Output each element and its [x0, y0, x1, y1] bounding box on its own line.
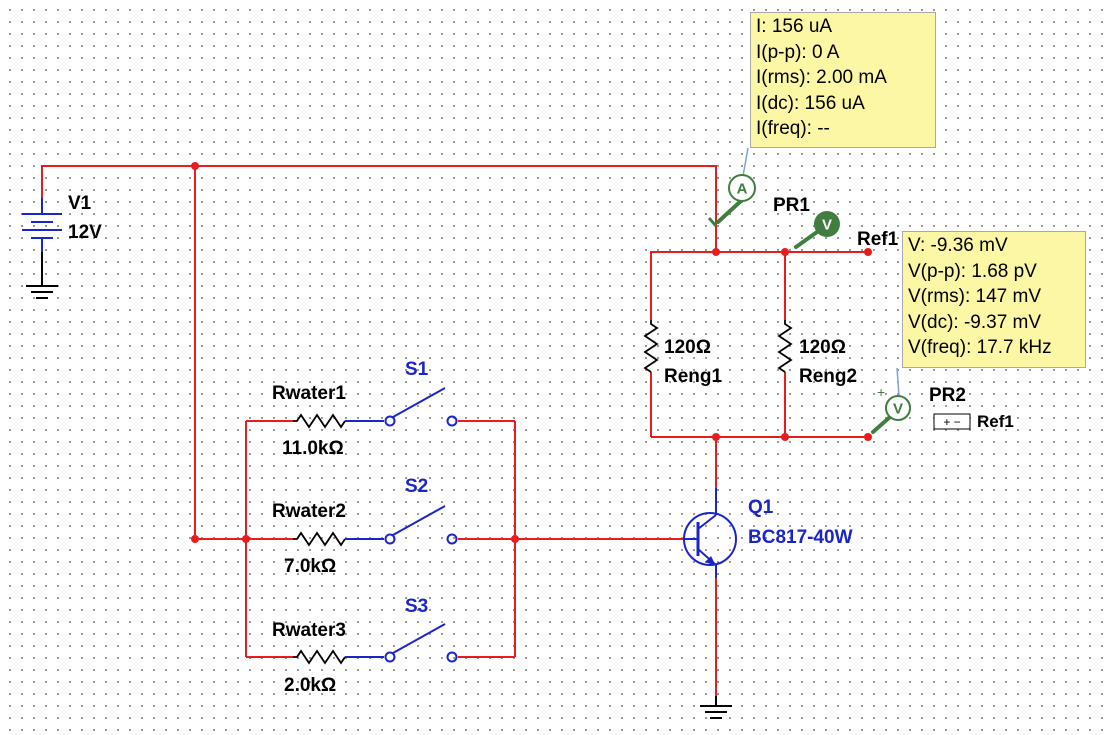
- rwater2-value-label: 7.0kΩ: [284, 556, 336, 577]
- readout-line: I(freq): --: [756, 118, 830, 140]
- junction-dot: [864, 248, 872, 256]
- s1-name-label: S1: [405, 359, 429, 380]
- pr2-ref-marker-text: + −: [943, 415, 960, 429]
- ammeter-letter: A: [737, 181, 748, 198]
- rwater1-name-label: Rwater1: [272, 383, 346, 404]
- reng2-name-label: Reng2: [799, 366, 857, 387]
- pr2-name-label: PR2: [929, 385, 966, 406]
- battery-v1[interactable]: V1 12V: [22, 193, 102, 299]
- junction-dot: [191, 162, 199, 170]
- wire-top[interactable]: [41, 165, 717, 252]
- junction-dot: [712, 433, 720, 441]
- voltage-probe-pr2[interactable]: V + PR2 + − Ref1: [871, 384, 1014, 434]
- current-probe[interactable]: A: [707, 147, 756, 227]
- junction-dot: [864, 433, 872, 441]
- readout-line: V(rms): 147 mV: [908, 286, 1042, 308]
- rwater3-value-label: 2.0kΩ: [284, 675, 336, 696]
- wire-top-node[interactable]: [650, 251, 868, 320]
- reng1-value-label: 120Ω: [664, 337, 711, 358]
- current-probe-readout: I: 156 uA I(p-p): 0 A I(rms): 2.00 mA I(…: [750, 12, 936, 148]
- junction-dot: [511, 535, 519, 543]
- switch-s1[interactable]: S1: [345, 359, 458, 427]
- s3-name-label: S3: [405, 596, 428, 617]
- pr1-name-label: PR1: [773, 195, 810, 216]
- pr2-plus-sign: +: [877, 384, 885, 400]
- v1-name-label: V1: [68, 193, 92, 214]
- junction-dot: [191, 535, 199, 543]
- rwater2-name-label: Rwater2: [272, 501, 346, 522]
- switch-s2[interactable]: S2: [345, 476, 458, 545]
- voltage-probe-leader: [896, 367, 900, 397]
- readout-line: I(p-p): 0 A: [756, 41, 840, 63]
- transistor-q1[interactable]: Q1 BC817-40W: [683, 488, 853, 578]
- voltage-probe-readout: V: -9.36 mV V(p-p): 1.68 pV V(rms): 147 …: [902, 231, 1086, 368]
- pr2-letter: V: [893, 401, 903, 418]
- wires: [41, 165, 868, 696]
- rwater3-name-label: Rwater3: [272, 620, 346, 641]
- readout-line: I(rms): 2.00 mA: [756, 67, 887, 89]
- rwater1-value-label: 11.0kΩ: [282, 438, 344, 459]
- pr1-ref-label: Ref1: [857, 229, 899, 250]
- voltage-probe-pr1[interactable]: V PR1 Ref1: [773, 195, 899, 250]
- resistor-reng2[interactable]: 120Ω Reng2: [777, 320, 857, 387]
- resistor-reng1[interactable]: 120Ω Reng1: [643, 320, 723, 387]
- ground-symbol: [700, 696, 732, 719]
- pr2-ref-label: Ref1: [977, 412, 1014, 431]
- readout-line: V(p-p): 1.68 pV: [908, 260, 1037, 282]
- readout-line: V: -9.36 mV: [908, 235, 1008, 256]
- readout-line: V(freq): 17.7 kHz: [908, 337, 1052, 359]
- reng2-value-label: 120Ω: [799, 337, 846, 358]
- junctions: [191, 162, 872, 543]
- switch-s3[interactable]: S3: [345, 596, 458, 663]
- v1-value-label: 12V: [68, 222, 102, 243]
- junction-dot: [712, 248, 720, 256]
- reng1-name-label: Reng1: [664, 366, 723, 387]
- junction-dot: [781, 433, 789, 441]
- resistor-rwater1[interactable]: Rwater1 11.0kΩ: [272, 383, 346, 459]
- readout-line: I(dc): 156 uA: [756, 92, 865, 114]
- readout-line: V(dc): -9.37 mV: [908, 311, 1042, 333]
- junction-dot: [781, 248, 789, 256]
- q1-model-label: BC817-40W: [748, 527, 853, 548]
- readout-line: I: 156 uA: [756, 16, 833, 37]
- junction-dot: [242, 535, 250, 543]
- q1-name-label: Q1: [748, 497, 774, 518]
- s2-name-label: S2: [405, 476, 428, 497]
- pr1-letter: V: [822, 217, 832, 234]
- resistor-rwater3[interactable]: Rwater3 2.0kΩ: [272, 620, 346, 696]
- resistor-rwater2[interactable]: Rwater2 7.0kΩ: [272, 501, 346, 577]
- pr2-ref-marker: [933, 413, 971, 430]
